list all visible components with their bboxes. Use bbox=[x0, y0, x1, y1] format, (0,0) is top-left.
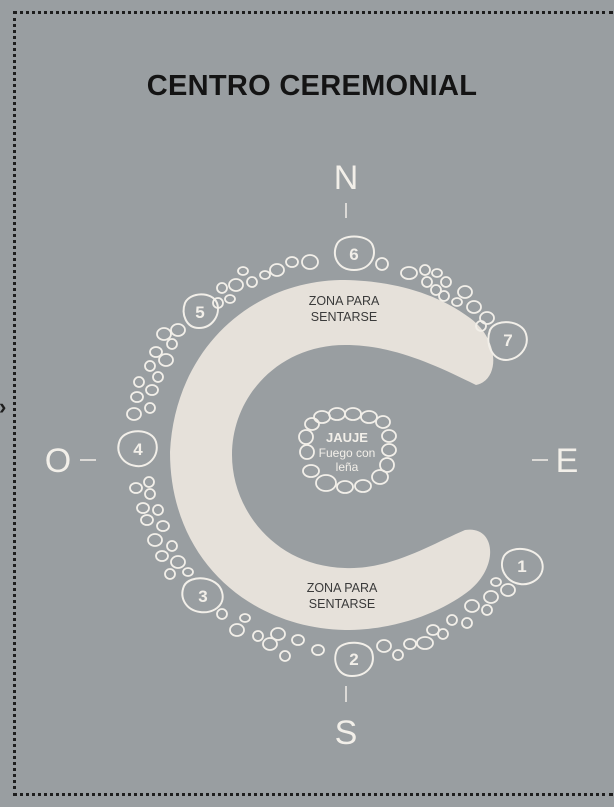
zone-top-line1: ZONA PARA bbox=[309, 294, 380, 308]
zone-bottom-line2: SENTARSE bbox=[309, 597, 375, 611]
zone-top-line2: SENTARSE bbox=[311, 310, 377, 324]
south-label: S bbox=[335, 714, 358, 752]
west-label: O bbox=[45, 442, 71, 480]
seat-6-label: 6 bbox=[349, 245, 358, 264]
east-label: E bbox=[556, 442, 579, 480]
seat-4-label: 4 bbox=[133, 440, 143, 459]
seat-1-label: 1 bbox=[517, 557, 526, 576]
fire-line2: leña bbox=[336, 460, 359, 474]
seat-2-label: 2 bbox=[349, 650, 358, 669]
seat-7[interactable]: 7 bbox=[488, 322, 526, 360]
seat-5-label: 5 bbox=[195, 303, 204, 322]
fire-title: JAUJE bbox=[326, 430, 368, 445]
seat-4[interactable]: 4 bbox=[118, 431, 156, 466]
seat-5[interactable]: 5 bbox=[184, 294, 218, 328]
seat-1[interactable]: 1 bbox=[502, 549, 543, 584]
seat-6[interactable]: 6 bbox=[335, 237, 374, 271]
seat-3[interactable]: 3 bbox=[182, 578, 222, 612]
zone-bottom-line1: ZONA PARA bbox=[307, 581, 378, 595]
fire-line1: Fuego con bbox=[319, 446, 376, 460]
seat-7-label: 7 bbox=[503, 331, 512, 350]
seat-2[interactable]: 2 bbox=[335, 643, 373, 676]
seat-3-label: 3 bbox=[198, 587, 207, 606]
north-label: N bbox=[334, 159, 359, 197]
